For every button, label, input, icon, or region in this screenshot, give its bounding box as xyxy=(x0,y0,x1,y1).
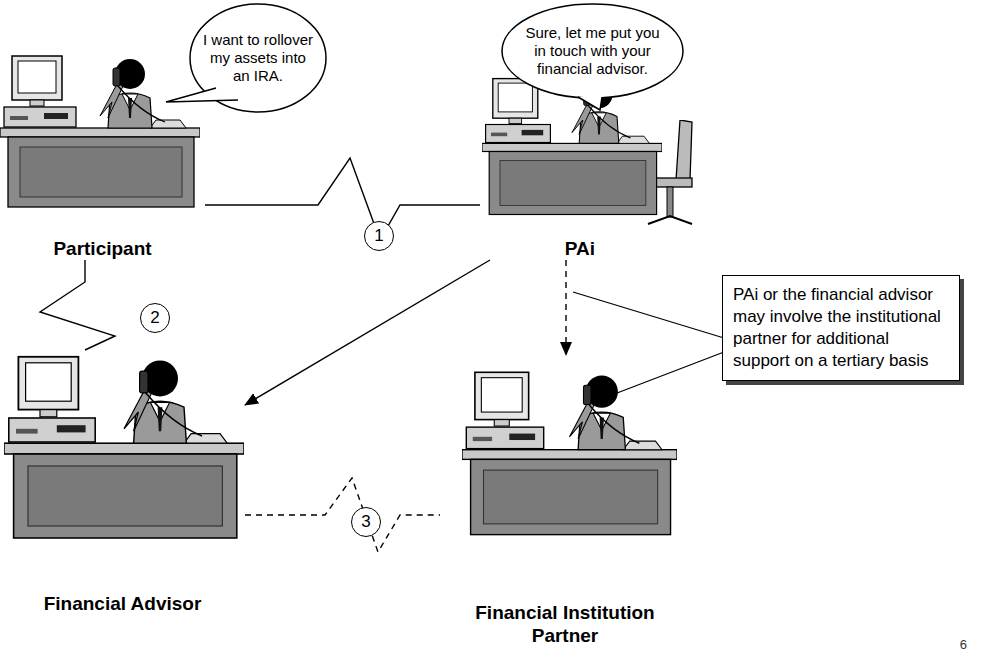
pai-figure xyxy=(482,79,662,215)
role-label: Financial Institution Partner xyxy=(460,601,670,647)
role-label: PAi xyxy=(480,237,680,260)
bubble-outline-part xyxy=(578,97,602,110)
participant-figure xyxy=(0,56,200,207)
connector xyxy=(40,260,115,350)
institution-figure xyxy=(462,372,677,534)
callout-number: 2 xyxy=(140,303,170,333)
role-label: Financial Advisor xyxy=(18,592,228,615)
speech-bubble: I want to rollover my assets into an IRA… xyxy=(188,2,328,114)
advisor-figure xyxy=(4,357,244,538)
callout-pointer xyxy=(573,292,724,398)
person-desk: Financial Institution Partner xyxy=(440,355,690,647)
person-desk: Financial Advisor xyxy=(0,350,245,615)
bubble-outline-part xyxy=(578,97,602,110)
callout-number: 3 xyxy=(351,507,381,537)
bubble-outline-part xyxy=(166,88,238,102)
connector xyxy=(245,260,490,405)
connector xyxy=(205,158,480,240)
speech-bubble: Sure, let me put you in touch with your … xyxy=(500,2,685,100)
page-number: 6 xyxy=(960,637,967,652)
person-desk: PAi xyxy=(480,70,680,260)
dashed-connector xyxy=(565,260,566,355)
callout-text: PAi or the financial advisor may involve… xyxy=(733,284,949,372)
person-desk: Participant xyxy=(0,45,205,260)
bubble-outline-part xyxy=(502,4,683,98)
bubble-outline-part xyxy=(166,88,238,102)
callout-box: PAi or the financial advisor may involve… xyxy=(722,275,960,381)
role-label: Participant xyxy=(0,237,205,260)
speech-text: I want to rollover my assets into an IRA… xyxy=(202,31,314,85)
dashed-connector xyxy=(245,478,440,552)
speech-text: Sure, let me put you in touch with your … xyxy=(524,24,662,78)
callout-number: 1 xyxy=(364,221,394,251)
